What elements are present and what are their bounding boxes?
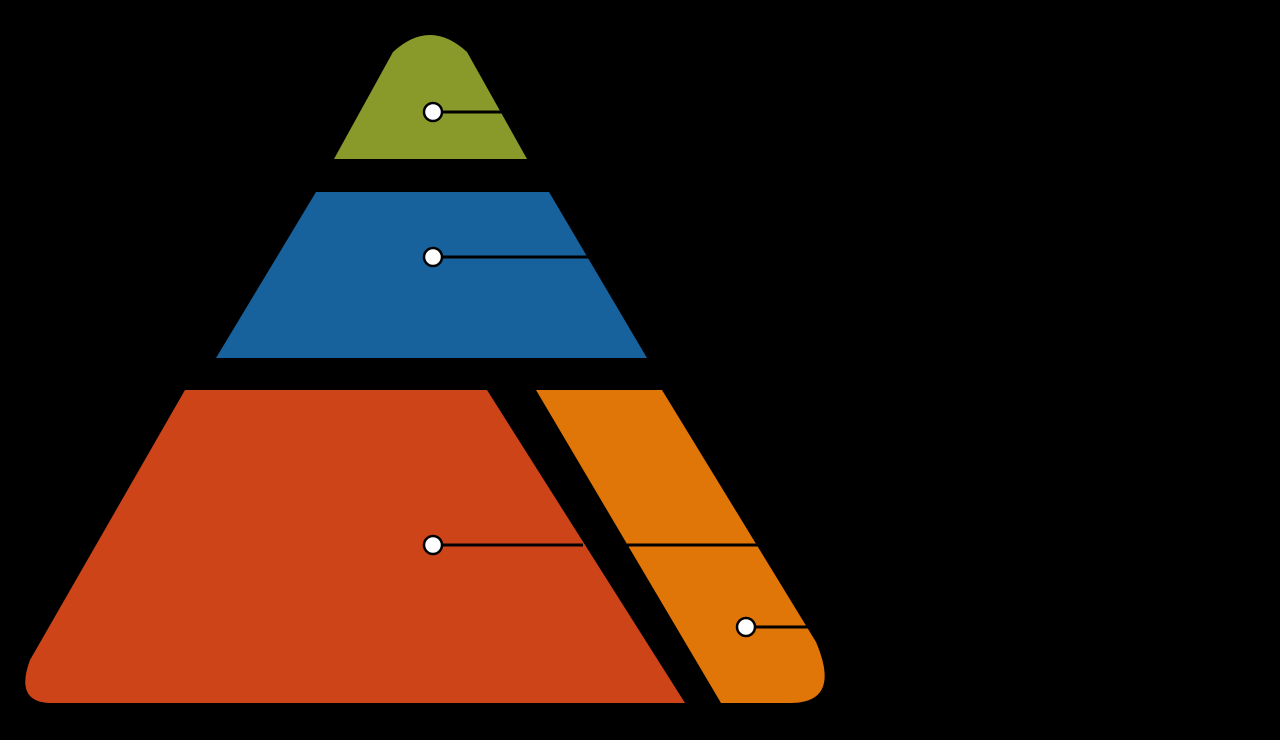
callout-marker-bottom-right[interactable] [735,616,757,638]
pyramid-tier-bottom-left [25,390,685,703]
pyramid-tier-middle [216,192,647,358]
callout-marker-bottom-left[interactable] [422,534,444,556]
pyramid-tier-top [334,35,527,159]
callout-marker-top[interactable] [422,101,444,123]
callout-marker-middle[interactable] [422,246,444,268]
